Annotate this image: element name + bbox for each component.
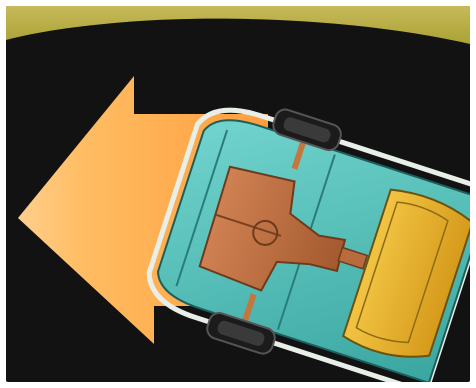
- illustration-frame: [6, 6, 470, 382]
- illustration: [6, 6, 470, 382]
